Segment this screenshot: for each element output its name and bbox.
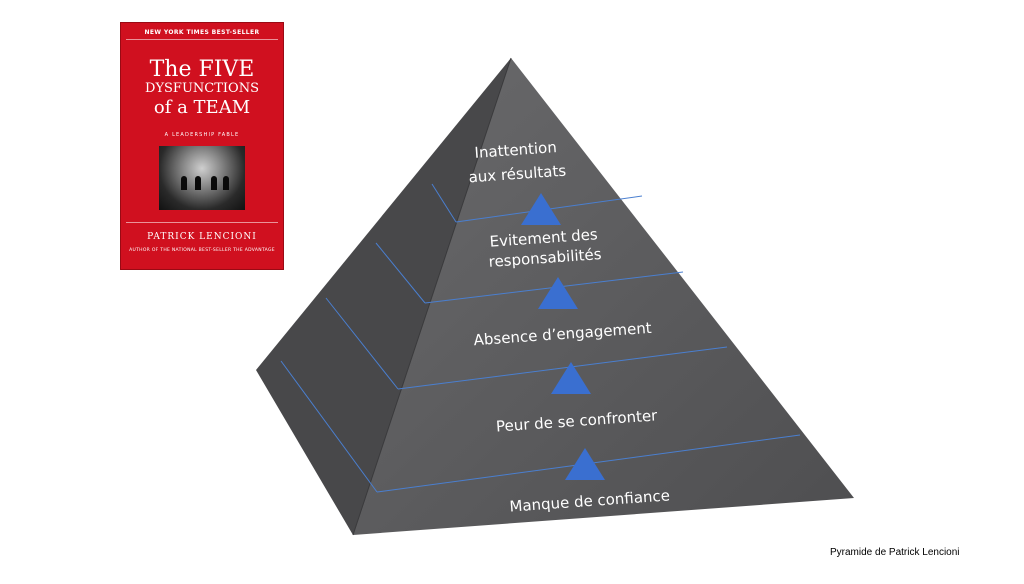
pyramid-front-face [353, 58, 854, 535]
book-title-line3: of a TEAM [153, 97, 251, 118]
level-divider-line [375, 242, 426, 304]
book-author: PATRICK LENCIONI [147, 232, 257, 242]
book-rule [126, 39, 278, 40]
book-author-note: AUTHOR OF THE NATIONAL BEST-SELLER THE A… [129, 248, 275, 253]
pyramid-edge [352, 57, 512, 536]
book-photo [159, 146, 245, 210]
pyramid-level-1-label: Inattentionaux résultats [466, 138, 567, 187]
book-banner: NEW YORK TIMES BEST-SELLER [144, 29, 260, 36]
book-rule [126, 222, 278, 223]
up-arrow-icon [565, 448, 605, 480]
book-title-line1: The FIVE [149, 57, 255, 82]
book-subtitle: A LEADERSHIP FABLE [164, 132, 240, 138]
book-cover: NEW YORK TIMES BEST-SELLER The FIVE DYSF… [120, 22, 284, 270]
level-divider-line [280, 360, 378, 493]
up-arrow-icon [538, 277, 578, 309]
up-arrow-icon [521, 193, 561, 225]
level-label-line: Inattention [474, 138, 557, 162]
up-arrow-icon [551, 362, 591, 394]
caption: Pyramide de Patrick Lencioni [830, 547, 960, 558]
level-divider-line [431, 183, 457, 223]
pyramid-left-face [256, 58, 511, 535]
level-divider-line [397, 346, 728, 390]
level-arrows [521, 193, 605, 480]
level-divider-line [325, 297, 399, 390]
book-title-line2: DYSFUNCTIONS [145, 81, 259, 96]
